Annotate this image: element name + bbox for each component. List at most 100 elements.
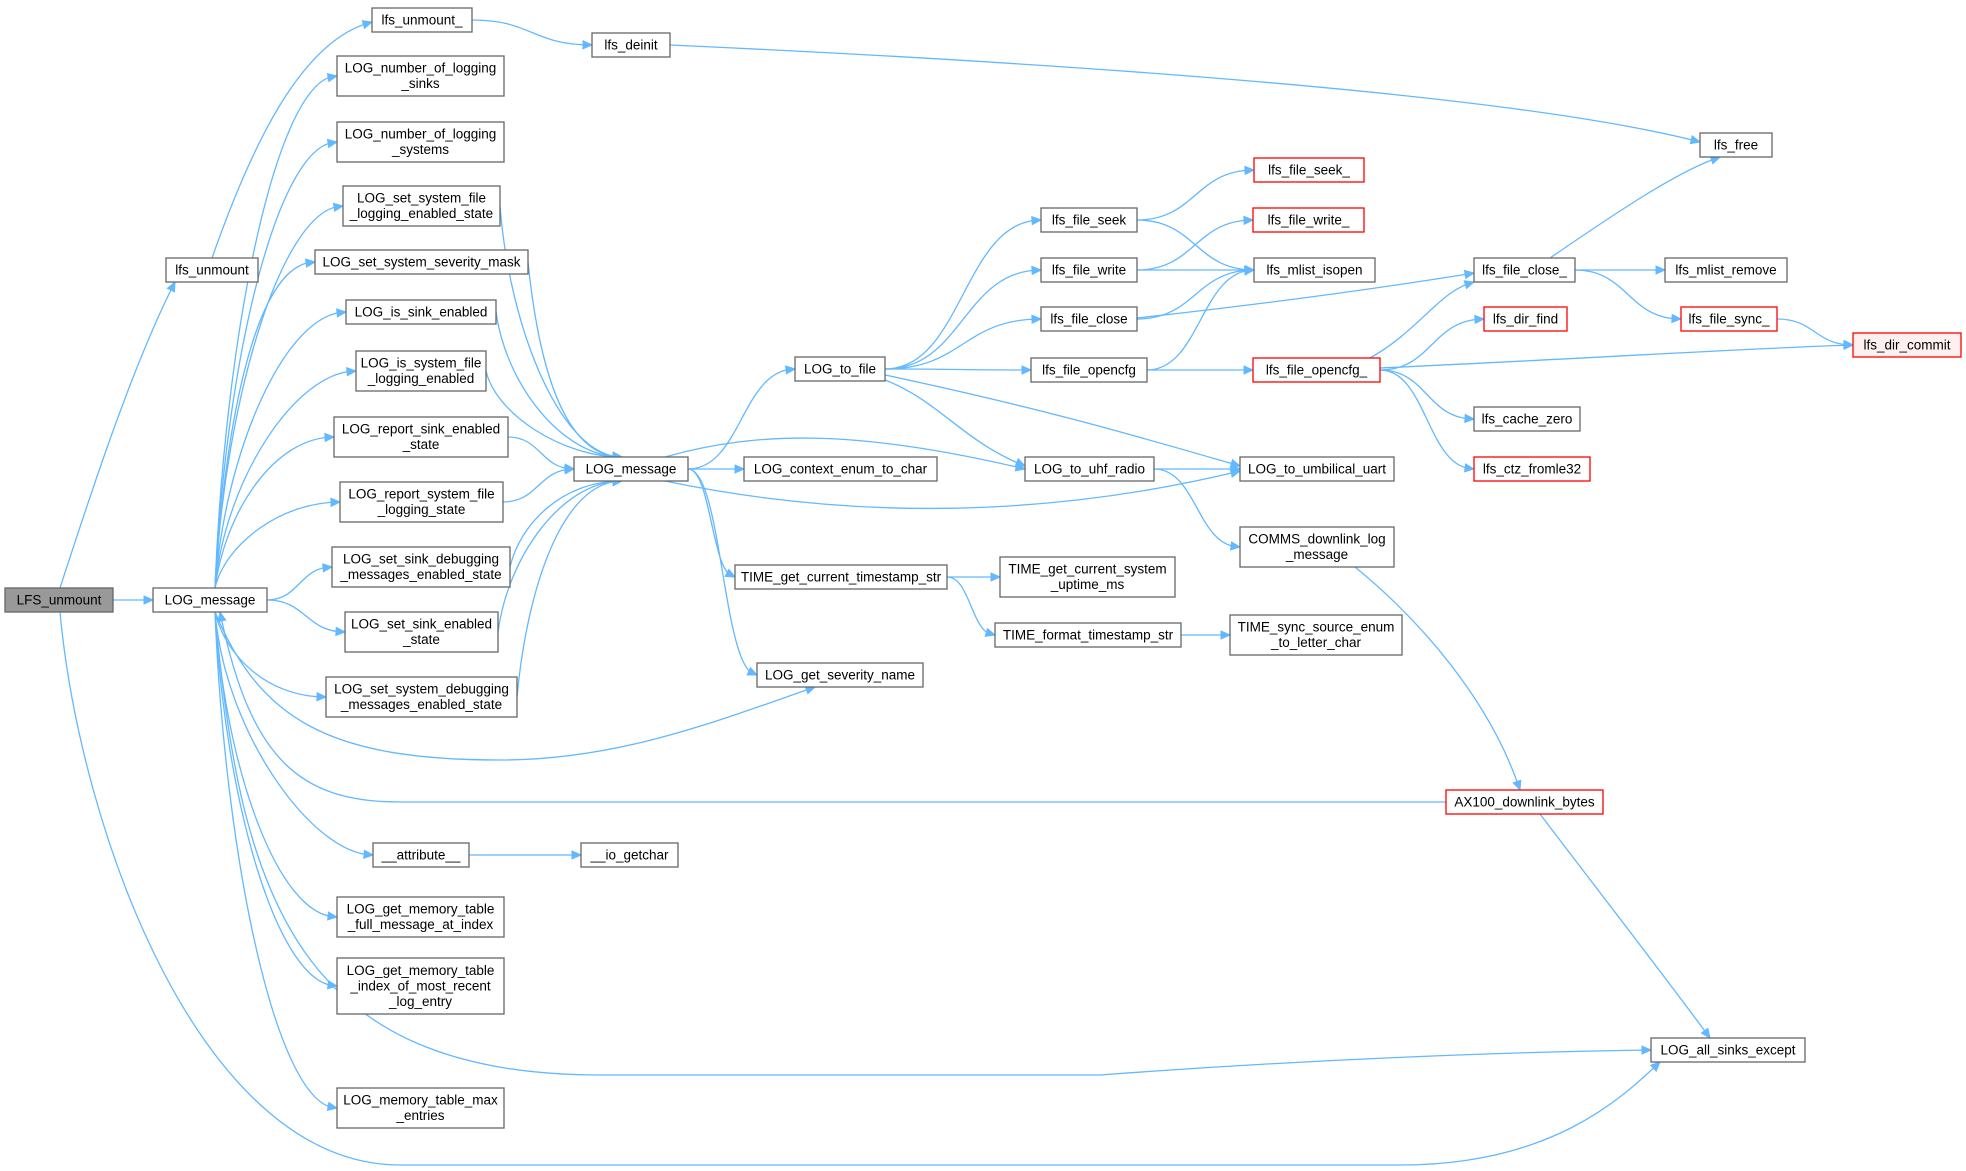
node-time-ts-str[interactable]: TIME_get_current_timestamp_str (734, 564, 948, 590)
node-dir-find[interactable]: lfs_dir_find (1483, 306, 1568, 332)
node-box (339, 481, 504, 523)
node-mem-max[interactable]: LOG_memory_table_max_entries (336, 1087, 505, 1129)
edge-logmsg_a-to-set_sev_mask (214, 261, 316, 589)
node-label: LOG_set_sink_enabled (351, 617, 492, 632)
node-label: lfs_unmount (175, 262, 249, 277)
node-ax100[interactable]: AX100_downlink_bytes (1445, 789, 1604, 815)
edge-uhf-to-comms_dl (1153, 468, 1241, 548)
arrowhead-logmsg_b-to-time_ts_str (724, 568, 737, 578)
node-file-sync-[interactable]: lfs_file_sync_ (1680, 306, 1778, 332)
edge-file_close-to-mlist_isopen (1136, 269, 1255, 320)
node-is-sink[interactable]: LOG_is_sink_enabled (345, 299, 497, 325)
node-set-sys-dbg[interactable]: LOG_set_system_debugging_messages_enable… (325, 676, 518, 718)
node-rep-sink[interactable]: LOG_report_sink_enabled_state (333, 416, 509, 458)
arrowhead-file_opencfg_-to-dir_find (1474, 314, 1486, 325)
node-logmsg-a[interactable]: LOG_message (152, 587, 268, 613)
node-label: LOG_memory_table_max (343, 1093, 498, 1108)
node-sev-name[interactable]: LOG_get_severity_name (756, 662, 924, 688)
edge-rep_sys_file-to-logmsg_b (502, 468, 575, 503)
arrowhead-ax100-to-logmsg_a (217, 610, 227, 623)
node-box (314, 249, 529, 275)
arrowhead-log_to_file-to-file_seek (1031, 215, 1043, 226)
node-box (336, 957, 505, 1015)
node-sync-src[interactable]: TIME_sync_source_enum_to_letter_char (1229, 614, 1403, 656)
arrowhead-file_write-to-file_write_ (1243, 215, 1255, 226)
node-file-close[interactable]: lfs_file_close (1040, 306, 1138, 332)
node-comms-dl[interactable]: COMMS_downlink_log_message (1239, 526, 1395, 568)
node-box (342, 185, 501, 227)
edge-root-to-lfs_unmount (59, 281, 176, 589)
node-io-getchar[interactable]: __io_getchar (580, 842, 679, 868)
node-box (580, 842, 679, 868)
node-file-write-[interactable]: lfs_file_write_ (1252, 207, 1365, 233)
arrowhead-file_close-to-file_close_ (1463, 269, 1476, 280)
arrowhead-lfs_unmount_-to-lfs_deinit (582, 40, 594, 50)
node-label: lfs_file_write_ (1268, 212, 1350, 227)
node-mlist-isopen[interactable]: lfs_mlist_isopen (1253, 257, 1376, 283)
edge-logmsg_b-to-sev_name (687, 468, 758, 676)
node-file-opencfg[interactable]: lfs_file_opencfg (1030, 357, 1148, 383)
node-box (1030, 357, 1148, 383)
node-log-to-file[interactable]: LOG_to_file (794, 356, 886, 382)
node-lfs-deinit[interactable]: lfs_deinit (591, 32, 671, 58)
node-label: LOG_to_uhf_radio (1034, 461, 1145, 476)
node-label: LOG_report_system_file (348, 487, 494, 502)
node-num-sinks[interactable]: LOG_number_of_logging_sinks (336, 55, 505, 97)
node-box (336, 55, 505, 97)
edge-logmsg_b-to-time_ts_str (687, 468, 736, 578)
node-mem-full[interactable]: LOG_get_memory_table_full_message_at_ind… (336, 896, 505, 938)
node-dir-commit[interactable]: lfs_dir_commit (1852, 332, 1962, 358)
edge-rep_sink-to-logmsg_b (507, 436, 575, 470)
node-set-sev-mask[interactable]: LOG_set_system_severity_mask (314, 249, 529, 275)
arrowhead-logmsg_a-to-mem_full (327, 911, 339, 921)
node-all-sinks[interactable]: LOG_all_sinks_except (1650, 1037, 1806, 1063)
edge-lfs_unmount-to-lfs_unmount_ (211, 21, 373, 259)
node-mlist-remove[interactable]: lfs_mlist_remove (1664, 257, 1788, 283)
node-logmsg-b[interactable]: LOG_message (573, 456, 689, 482)
node-lfs-free[interactable]: lfs_free (1699, 132, 1773, 158)
arrowhead-logmsg_a-to-set_sev_mask (304, 258, 317, 268)
node-mem-idx[interactable]: LOG_get_memory_table_index_of_most_recen… (336, 957, 505, 1015)
node-lfs-unmount[interactable]: lfs_unmount (165, 257, 259, 283)
node-box (345, 299, 497, 325)
node-label: lfs_file_close (1050, 311, 1127, 326)
node-label: lfs_mlist_isopen (1266, 262, 1362, 277)
node-ctx-enum[interactable]: LOG_context_enum_to_char (743, 456, 938, 482)
node-rep-sys-file[interactable]: LOG_report_system_file_logging_state (339, 481, 504, 523)
node-file-write[interactable]: lfs_file_write (1040, 257, 1138, 283)
edge-logmsg_b-to-umb_uart (664, 470, 1241, 510)
edge-comms_dl-to-ax100 (1354, 566, 1521, 791)
node-set-sys-file[interactable]: LOG_set_system_file_logging_enabled_stat… (342, 185, 501, 227)
edge-file_write-to-file_write_ (1136, 219, 1254, 271)
arrowhead-log_to_file-to-file_write (1031, 265, 1043, 276)
node-umb-uart[interactable]: LOG_to_umbilical_uart (1239, 456, 1395, 482)
node-lfs-unmount-[interactable]: lfs_unmount_ (371, 7, 473, 33)
edge-set_sys_dbg-to-logmsg_b (516, 480, 623, 698)
node-box (1650, 1037, 1806, 1063)
node-file-seek[interactable]: lfs_file_seek (1040, 207, 1138, 233)
node-set-sink-en[interactable]: LOG_set_sink_enabled_state (344, 611, 499, 653)
node-uptime[interactable]: TIME_get_current_system_uptime_ms (999, 556, 1176, 598)
edge-logmsg_a-to-mem_full (214, 611, 338, 918)
edge-lfs_unmount_-to-lfs_deinit (471, 19, 593, 46)
edge-layer (59, 19, 1855, 1166)
node-cache-zero[interactable]: lfs_cache_zero (1473, 406, 1581, 432)
node-box (1680, 306, 1778, 332)
node-num-systems[interactable]: LOG_number_of_logging_systems (336, 121, 505, 163)
node-uhf[interactable]: LOG_to_uhf_radio (1024, 456, 1155, 482)
node-file-seek-[interactable]: lfs_file_seek_ (1253, 157, 1365, 183)
node-is-sys-file[interactable]: LOG_is_system_file_logging_enabled (355, 350, 487, 392)
node-file-opencfg-[interactable]: lfs_file_opencfg_ (1252, 357, 1381, 383)
node-file-close-[interactable]: lfs_file_close_ (1473, 257, 1576, 283)
node-set-sink-dbg[interactable]: LOG_set_sink_debugging_messages_enabled_… (331, 546, 511, 588)
arrowhead-log_to_file-to-file_close (1031, 314, 1043, 324)
node-fmt-ts[interactable]: TIME_format_timestamp_str (994, 622, 1182, 648)
node-box (756, 662, 924, 688)
edge-file_opencfg_-to-cache_zero (1379, 369, 1475, 420)
node-box (372, 842, 470, 868)
node-attribute[interactable]: __attribute__ (372, 842, 470, 868)
node-root[interactable]: LFS_unmount (4, 587, 114, 613)
node-ctz-fromle[interactable]: lfs_ctz_fromle32 (1473, 456, 1591, 482)
edge-logmsg_a-to-sev_name (214, 611, 816, 761)
